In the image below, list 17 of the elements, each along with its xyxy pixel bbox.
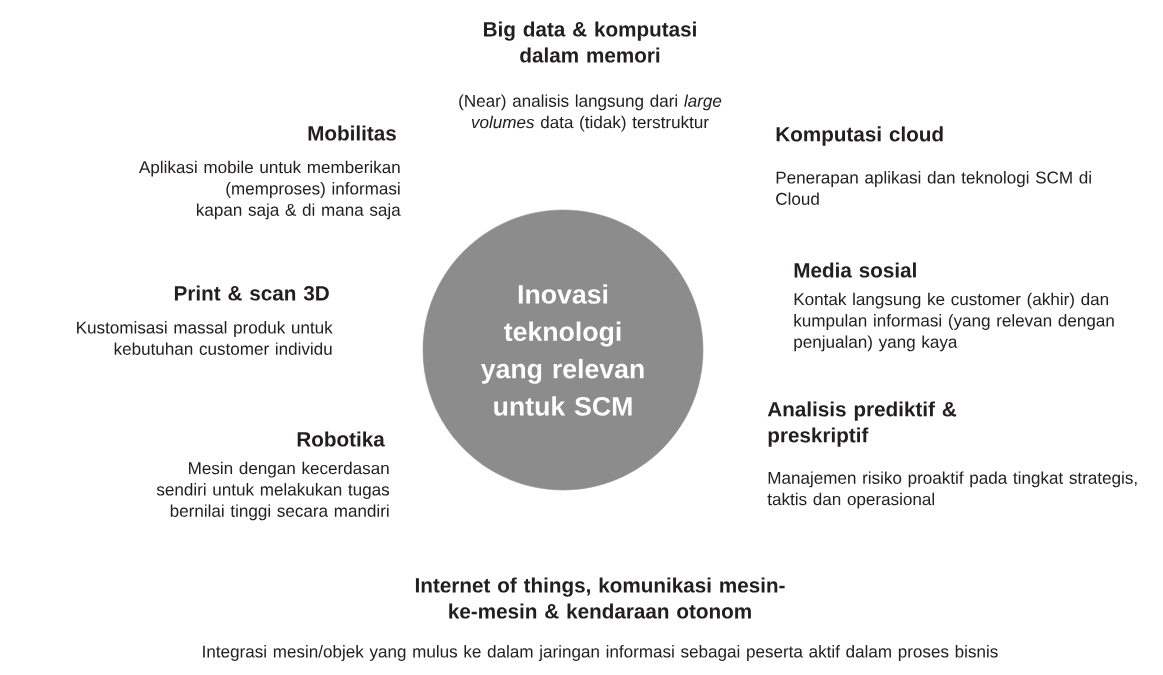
description-text: Mesin dengan kecerdasan sendiri untuk melakukan tugas bernilai tinggi secara mandiri — [156, 461, 390, 521]
heading: Mobilitas — [308, 125, 396, 141]
heading: Internet of things, komunikasi mesin-ke-mesin & kendaraan otonom — [415, 577, 785, 619]
heading: Komputasi cloud — [776, 126, 943, 146]
heading: Big data & komputasi dalam memori — [484, 21, 696, 63]
heading: Media sosial — [794, 262, 916, 278]
heading: Analisis prediktif & preskriptif — [767, 401, 957, 447]
circle-node: Inovasi teknologi yang relevan untuk SCM — [422, 209, 704, 491]
description-text: (Near) analisis langsung dari large volumes data (tidak) terstruktur — [459, 94, 722, 132]
heading: Robotika — [297, 431, 385, 447]
heading: Print & scan 3D — [174, 285, 329, 301]
description-text: Aplikasi mobile untuk memberikan (memproses) informasi kapan saja & di mana saja — [139, 160, 401, 220]
description-text: Kontak langsung ke customer (akhir) dan kumpulan informasi (yang relevan dengan penjualan) yang kaya — [794, 292, 1114, 352]
description-text: Integrasi mesin/objek yang mulus ke dalam jaringan informasi sebagai peserta aktif dalam proses bisnis — [203, 645, 998, 661]
description-text: Manajemen risiko proaktif pada tingkat strategis, taktis dan operasional — [767, 471, 1137, 509]
description-text: Kustomisasi massal produk untuk kebutuhan customer individu — [77, 321, 333, 355]
description-text: Penerapan aplikasi dan teknologi SCM di Cloud — [776, 171, 1091, 205]
